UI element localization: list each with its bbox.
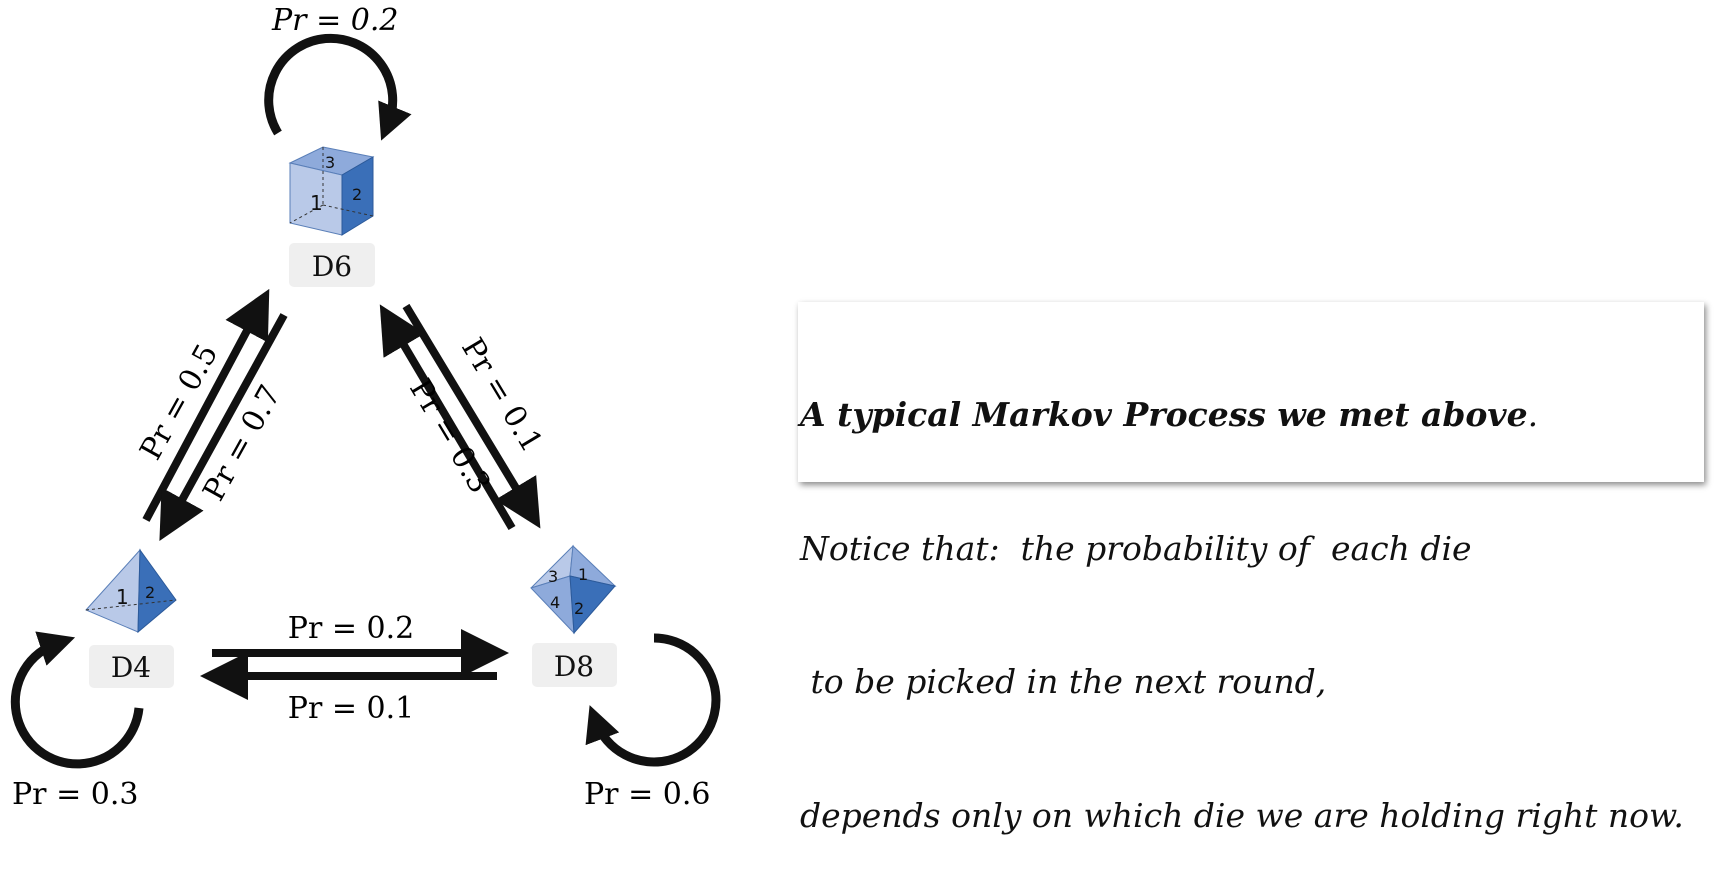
note-heading: A typical Markov Process we met above	[800, 395, 1528, 434]
markov-diagram: Pr = 0.2 3 1 2 D6 Pr = 0.5 Pr = 0.7 Pr =…	[10, 3, 721, 812]
explanation-box: A typical Markov Process we met above. N…	[798, 302, 1704, 835]
edge-d8-to-d4: Pr = 0.1	[200, 652, 497, 726]
d8-to-d4-prob: Pr = 0.1	[288, 691, 414, 726]
note-line-2: Notice that: the probability of each die	[800, 528, 1472, 568]
note-heading-end: .	[1527, 395, 1539, 434]
d4-face-front: 1	[116, 585, 129, 609]
d6-face-front: 1	[310, 191, 323, 215]
edge-d4-to-d8: Pr = 0.2	[212, 611, 509, 677]
d8-die-icon: 3 1 4 2	[530, 544, 617, 635]
d4-face-side: 2	[145, 583, 155, 602]
d6-self-prob: Pr = 0.2	[271, 3, 398, 38]
d8-face-2: 1	[578, 565, 588, 584]
d4-to-d8-prob: Pr = 0.2	[288, 611, 414, 646]
d6-face-side: 2	[352, 185, 362, 204]
d8-face-4: 2	[574, 599, 584, 618]
d8-face-3: 4	[550, 593, 560, 612]
note-line-3: to be picked in the next round,	[800, 662, 1327, 701]
d8-self-prob: Pr = 0.6	[584, 777, 710, 812]
d8-label: D8	[554, 650, 594, 683]
d6-self-loop: Pr = 0.2	[264, 3, 412, 141]
d4-die-icon: 1 2	[85, 548, 177, 634]
d8-face-1: 3	[548, 567, 558, 586]
note-line-4: depends only on which die we are holding…	[800, 795, 1684, 835]
d4-self-loop: Pr = 0.3	[10, 631, 144, 812]
d6-label: D6	[312, 250, 352, 283]
d8-self-loop: Pr = 0.6	[584, 633, 721, 812]
d6-face-top: 3	[325, 153, 335, 172]
d4-label: D4	[111, 651, 151, 684]
d4-node: D4	[89, 645, 174, 688]
d6-die-icon: 3 1 2	[288, 146, 375, 236]
d4-self-prob: Pr = 0.3	[12, 777, 138, 812]
note-line-1: A typical Markov Process we met above.	[800, 393, 1704, 438]
d8-node: D8	[532, 643, 617, 687]
d6-node: D6	[289, 243, 375, 287]
